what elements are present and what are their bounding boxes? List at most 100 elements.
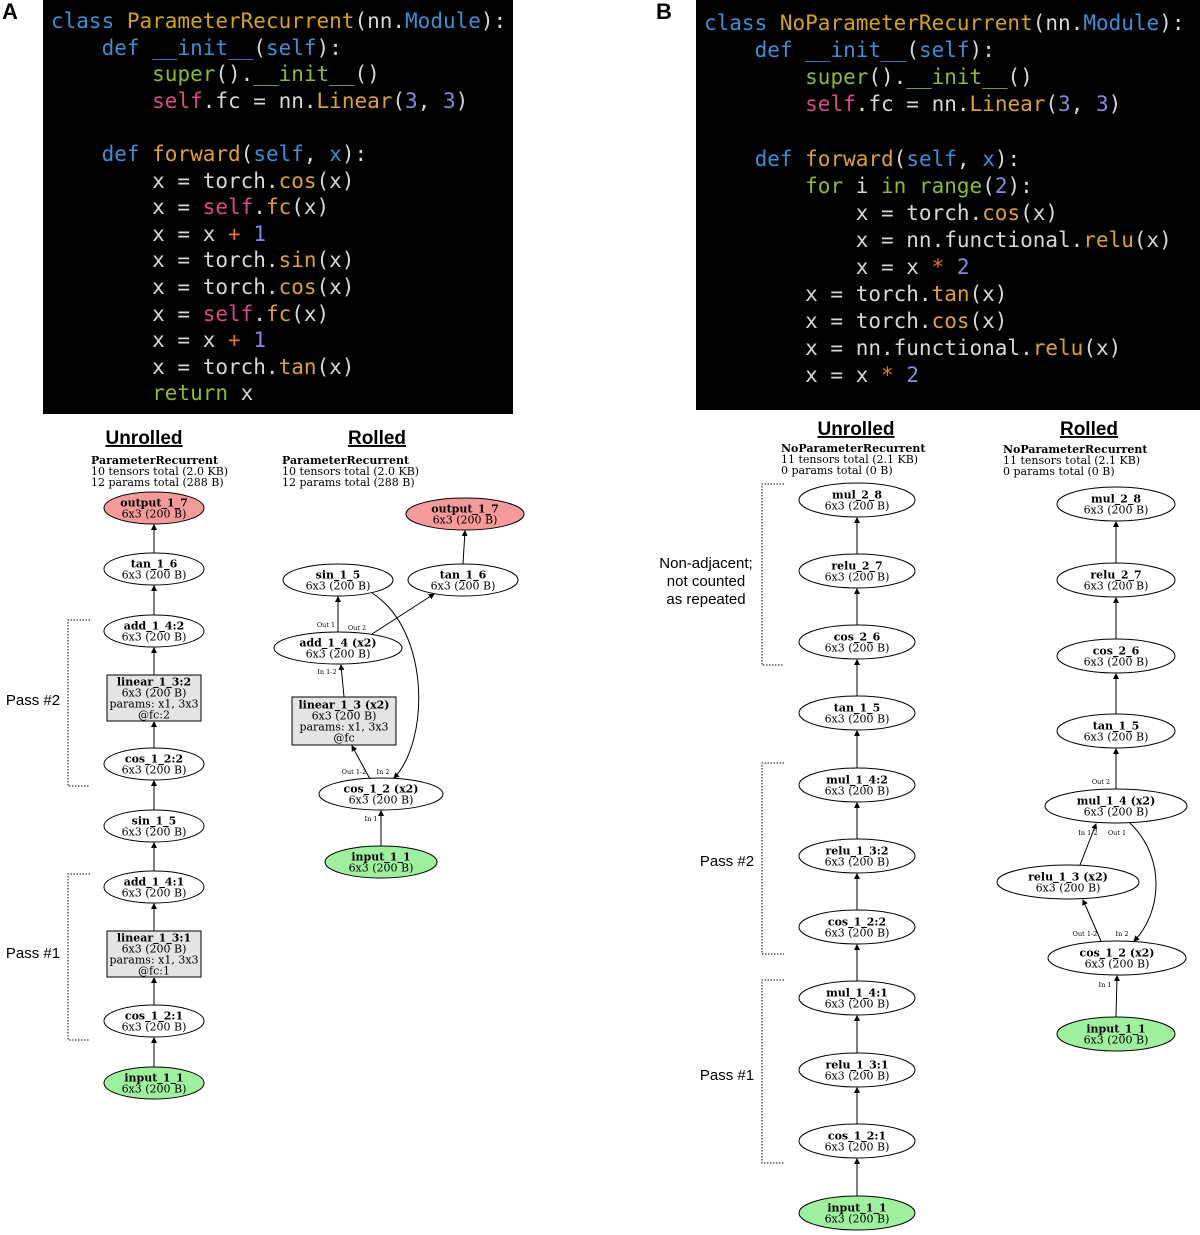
node-ellipse-shape (1047, 940, 1187, 976)
annotation-bracket (761, 483, 784, 666)
code-line: class NoParameterRecurrent(nn.Module): (704, 11, 1185, 35)
code-line: self.fc = nn.Linear(3, 3) (805, 92, 1122, 117)
graph-info: 0 params total (0 B) (1003, 465, 1115, 478)
section-heading: Rolled (348, 428, 406, 449)
node-title: input_1_1 (124, 1072, 183, 1086)
code-line: def forward(self, x): (754, 146, 1021, 171)
node-title: input_1_1 (1086, 1023, 1145, 1037)
code-line: x = torch.cos(x) (704, 309, 1008, 334)
graph-edge (371, 593, 435, 635)
node-title: cos_1_2:1 (828, 1130, 886, 1144)
code-line: x = torch.cos(x) (51, 275, 355, 299)
annotation-text: Non-adjacent; (659, 555, 752, 572)
annotation-text: as repeated (666, 591, 745, 608)
node-detail: params: x1, 3x3 (299, 721, 388, 734)
node-title: tan_1_5 (1093, 720, 1140, 734)
pass-label: Pass #1 (6, 945, 60, 962)
panel-label-b: B (656, 0, 672, 24)
node-detail: 6x3 (200 B) (825, 785, 890, 798)
pass-label: Pass #2 (700, 853, 754, 870)
node-title: output_1_7 (120, 497, 188, 511)
node-detail: 6x3 (200 B) (825, 1070, 890, 1083)
edge-label: In 1-2 (317, 668, 336, 676)
node-detail: 6x3 (200 B) (122, 943, 187, 956)
section-heading: Rolled (1060, 419, 1118, 440)
code-line: x = torch.cos(x) (51, 168, 355, 193)
node-title: cos_1_2:2 (828, 916, 886, 930)
node-title: sin_1_5 (316, 569, 361, 583)
node-detail: 6x3 (200 B) (349, 862, 414, 875)
graph-edge (1113, 975, 1120, 1018)
node-detail: 6x3 (200 B) (1084, 731, 1149, 744)
node-title: relu_2_7 (831, 560, 882, 574)
edge-label: In 1 (365, 815, 378, 823)
node-detail: 6x3 (200 B) (825, 571, 890, 584)
node-title: tan_1_5 (834, 702, 881, 716)
node-detail: 6x3 (200 B) (1084, 504, 1149, 517)
node-title: cos_2_6 (1093, 645, 1140, 659)
node-title: output_1_7 (431, 503, 499, 517)
pass-bracket (67, 619, 90, 787)
code-line: def forward(self, x): (101, 142, 368, 166)
code-line: def __init__(self): (754, 38, 995, 63)
pass-bracket (67, 873, 90, 1041)
graph-node: mul_1_4 (x2)6x3 (200 B) (1044, 788, 1188, 824)
node-ellipse-shape (996, 864, 1140, 900)
node-title: cos_1_2 (x2) (344, 783, 419, 797)
code-line: for i in range(2): (805, 173, 1033, 198)
panel-label-a: A (2, 0, 18, 24)
graph-edge (461, 530, 468, 565)
graph-info: 12 params total (288 B) (282, 476, 415, 489)
node-detail: 6x3 (200 B) (306, 580, 371, 593)
node-detail: 6x3 (200 B) (433, 514, 498, 527)
edge-label: Out 1 (317, 621, 335, 629)
node-detail: 6x3 (200 B) (312, 710, 377, 723)
node-detail: params: x1, 3x3 (109, 954, 198, 967)
node-title: add_1_4:1 (124, 876, 185, 890)
graph-info: 12 params total (288 B) (91, 476, 224, 489)
node-detail: 6x3 (200 B) (825, 927, 890, 940)
code-block-b: class NoParameterRecurrent(nn.Module): d… (696, 0, 1200, 410)
node-title: sin_1_5 (132, 815, 177, 829)
node-detail: 6x3 (200 B) (122, 1021, 187, 1034)
graph-title: NoParameterRecurrent (1003, 443, 1148, 456)
code-block-a: class ParameterRecurrent(nn.Module): def… (43, 0, 513, 414)
node-detail: 6x3 (200 B) (1085, 958, 1150, 971)
section-heading: Unrolled (105, 428, 182, 449)
graph-title: ParameterRecurrent (282, 454, 410, 467)
node-title: mul_1_4:2 (826, 774, 888, 788)
edge-label: Out 1-2 (342, 768, 367, 776)
section-heading: Unrolled (817, 419, 894, 440)
graph-node: linear_1_3 (x2)6x3 (200 B)params: x1, 3x… (291, 696, 397, 746)
edge-label: In 1-2 (1078, 829, 1097, 837)
graph-title: ParameterRecurrent (91, 454, 219, 467)
node-detail: @fc:1 (138, 965, 170, 978)
node-box-shape (106, 930, 202, 978)
node-detail: 6x3 (200 B) (122, 687, 187, 700)
code-line: x = torch.cos(x) (704, 200, 1059, 225)
code-line: x = x * 2 (704, 363, 919, 388)
node-detail: @fc (333, 732, 354, 745)
node-detail: 6x3 (200 B) (122, 764, 187, 777)
graph-node: add_1_4 (x2)6x3 (200 B) (273, 631, 403, 665)
node-detail: 6x3 (200 B) (1036, 882, 1101, 895)
node-detail: params: x1, 3x3 (109, 698, 198, 711)
code-line: x = nn.functional.relu(x) (704, 227, 1172, 252)
node-detail: 6x3 (200 B) (431, 580, 496, 593)
node-detail: 6x3 (200 B) (1084, 806, 1149, 819)
node-title: input_1_1 (351, 851, 410, 865)
